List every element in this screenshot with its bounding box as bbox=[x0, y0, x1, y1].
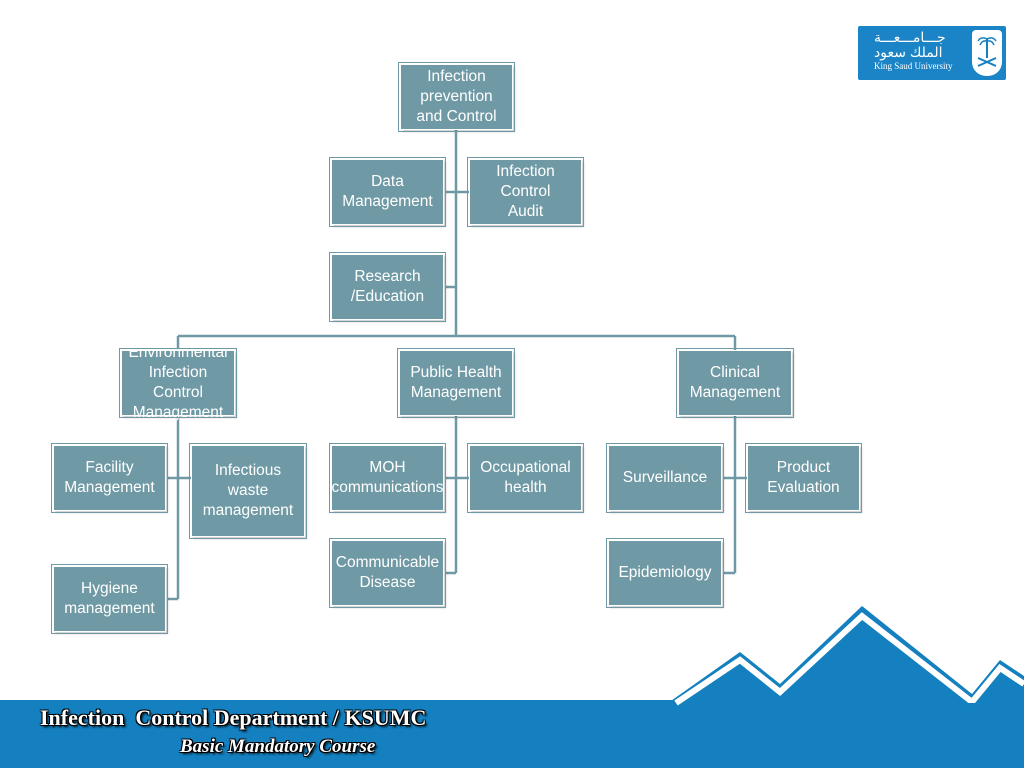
logo-arabic-line1: جـــامـــعـــة bbox=[874, 29, 946, 45]
clinical-management-box: Clinical Management bbox=[676, 348, 794, 418]
epidemiology-box: Epidemiology bbox=[606, 538, 724, 608]
public-health-management-box: Public Health Management bbox=[397, 348, 515, 418]
infectious-waste-management-box: Infectious waste management bbox=[189, 443, 307, 539]
occupational-health-box: Occupational health bbox=[467, 443, 584, 513]
ksu-logo: جـــامـــعـــة الملك سعود King Saud Univ… bbox=[858, 26, 1006, 80]
product-evaluation-box: Product Evaluation bbox=[745, 443, 862, 513]
logo-arabic-line2: الملك سعود bbox=[874, 44, 943, 60]
facility-management-box: Facility Management bbox=[51, 443, 168, 513]
surveillance-box: Surveillance bbox=[606, 443, 724, 513]
footer-subtitle: Basic Mandatory Course bbox=[180, 736, 376, 757]
moh-communications-box: MOH communications bbox=[329, 443, 446, 513]
communicable-disease-box: Communicable Disease bbox=[329, 538, 446, 608]
footer-banner: Infection Control Department / KSUMC Bas… bbox=[0, 700, 1024, 768]
root-infection-prevention-and-control: Infection prevention and Control bbox=[398, 62, 515, 132]
palm-swords-crest-icon bbox=[972, 30, 1002, 76]
infection-control-audit-box: Infection Control Audit bbox=[467, 157, 584, 227]
footer-title: Infection Control Department / KSUMC bbox=[40, 705, 427, 730]
data-management-box: Data Management bbox=[329, 157, 446, 227]
research-education-box: Research /Education bbox=[329, 252, 446, 322]
hygiene-management-box: Hygiene management bbox=[51, 564, 168, 634]
logo-english-name: King Saud University bbox=[874, 61, 953, 71]
